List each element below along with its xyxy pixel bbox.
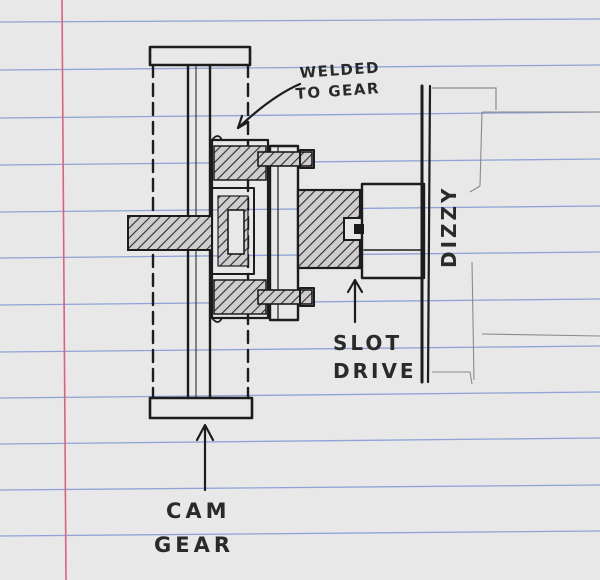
- label-welded-line2: TO GEAR: [295, 79, 380, 103]
- ruled-lines: [0, 18, 600, 537]
- margin-line: [61, 0, 67, 580]
- cam-shaft: [127, 215, 213, 251]
- label-cam-line2: GEAR: [154, 533, 234, 557]
- cam-gear-bottom-plate: [148, 396, 254, 420]
- cam-gear-top-plate: [148, 45, 252, 67]
- slot-drive-block: [296, 188, 364, 270]
- cam-gear-arrow: [195, 423, 215, 492]
- label-slot-line2: DRIVE: [333, 359, 417, 383]
- dizzy-body: [360, 84, 600, 385]
- label-slot-line1: SLOT: [333, 331, 402, 355]
- flange-plate: [257, 144, 315, 322]
- label-dizzy: DIZZY: [437, 185, 461, 268]
- label-cam-line1: CAM: [166, 499, 231, 523]
- slot-drive-arrow: [346, 278, 364, 324]
- bolt-upper: [257, 151, 313, 167]
- welded-arrow: [236, 82, 302, 130]
- bolt-lower: [257, 289, 313, 305]
- label-welded-line1: WELDED: [299, 58, 381, 82]
